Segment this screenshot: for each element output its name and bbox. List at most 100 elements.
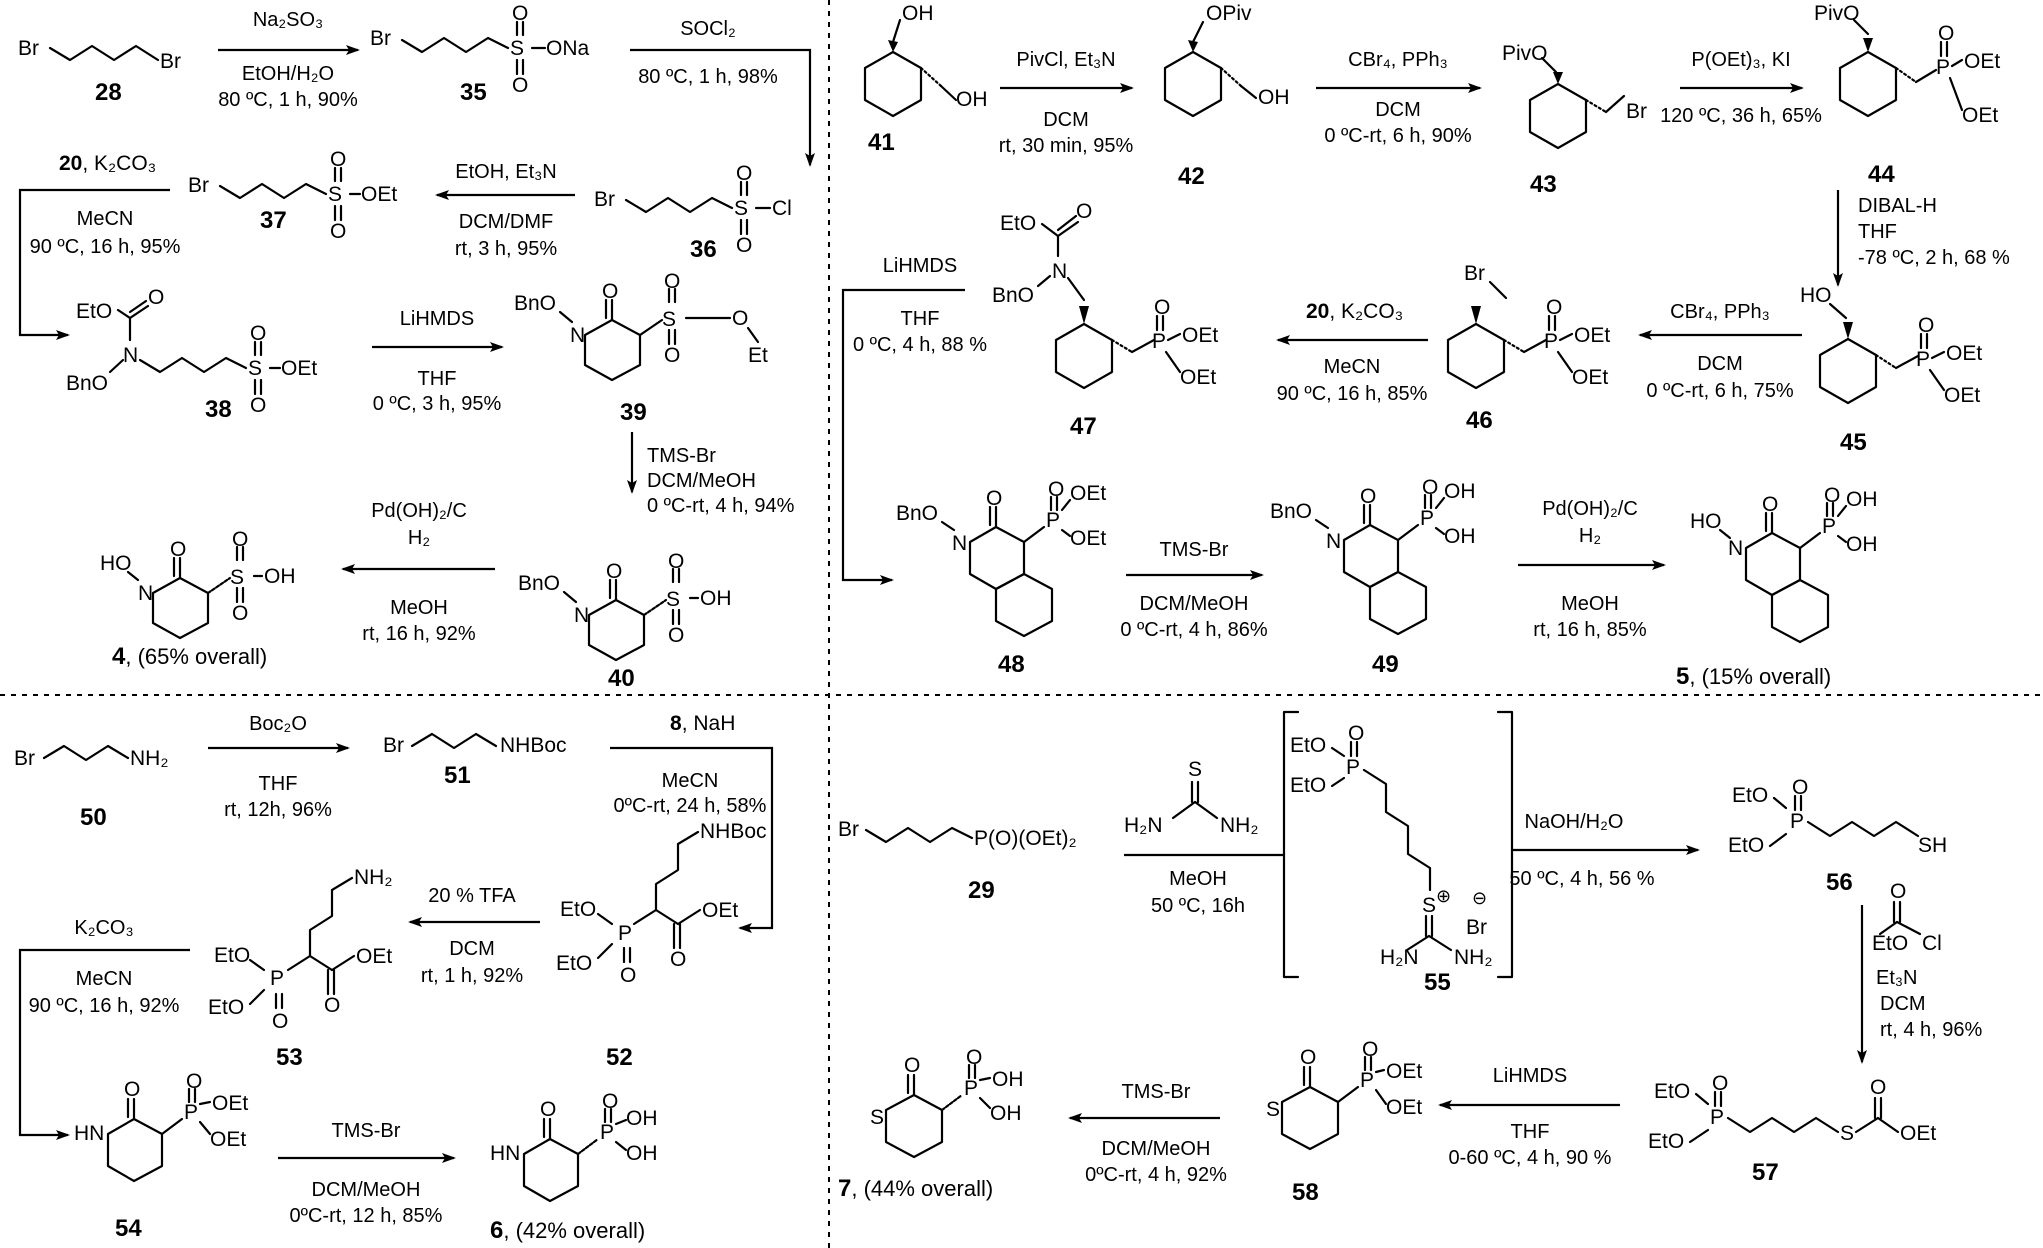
svg-text:41: 41 bbox=[868, 129, 895, 156]
svg-text:P: P bbox=[270, 967, 284, 990]
svg-text:EtO: EtO bbox=[208, 996, 244, 1019]
svg-text:OEt: OEt bbox=[1180, 366, 1216, 389]
svg-text:38: 38 bbox=[205, 396, 232, 423]
svg-text:O: O bbox=[186, 1070, 202, 1093]
svg-text:OEt: OEt bbox=[1964, 50, 2000, 73]
svg-text:DCM/DMF: DCM/DMF bbox=[459, 211, 553, 233]
svg-text:P: P bbox=[1152, 330, 1166, 353]
svg-text:O: O bbox=[1918, 314, 1934, 337]
compound-57: EtO EtO P O S O OEt 57 bbox=[1648, 1072, 1936, 1186]
svg-text:H₂N: H₂N bbox=[1124, 814, 1162, 837]
svg-text:BnO: BnO bbox=[518, 572, 560, 595]
svg-text:DCM: DCM bbox=[1043, 109, 1089, 131]
svg-text:S: S bbox=[1266, 1098, 1280, 1121]
compound-41: OH OH 41 bbox=[863, 2, 988, 156]
svg-text:OH: OH bbox=[1444, 480, 1476, 503]
svg-text:0ºC-rt, 12 h, 85%: 0ºC-rt, 12 h, 85% bbox=[290, 1205, 443, 1227]
svg-text:O: O bbox=[512, 2, 528, 25]
svg-text:OH: OH bbox=[1846, 488, 1878, 511]
svg-text:OH: OH bbox=[264, 565, 296, 588]
compound-47: EtO O N BnO P O OEt OEt 47 bbox=[992, 200, 1218, 440]
svg-text:P: P bbox=[1360, 1069, 1374, 1092]
svg-text:Br: Br bbox=[838, 818, 859, 841]
svg-text:50: 50 bbox=[80, 804, 107, 831]
compound-56: EtO EtO P O SH 56 bbox=[1728, 776, 1947, 896]
svg-text:P: P bbox=[1790, 810, 1804, 833]
svg-text:OH: OH bbox=[956, 88, 988, 111]
svg-text:Na₂SO₃: Na₂SO₃ bbox=[253, 9, 323, 31]
svg-text:NHBoc: NHBoc bbox=[700, 820, 767, 843]
compound-28: Br Br 28 bbox=[18, 37, 181, 106]
svg-text:42: 42 bbox=[1178, 163, 1205, 190]
svg-text:Cl: Cl bbox=[1922, 932, 1942, 955]
svg-text:EtO: EtO bbox=[1648, 1130, 1684, 1153]
svg-text:S: S bbox=[1422, 894, 1436, 917]
svg-text:DCM/MeOH: DCM/MeOH bbox=[312, 1179, 421, 1201]
svg-text:THF: THF bbox=[418, 368, 457, 390]
compound-6: HN O P O OH OH 6, (42% overall) bbox=[490, 1090, 658, 1244]
svg-text:20, K₂CO₃: 20, K₂CO₃ bbox=[59, 152, 156, 175]
svg-text:NH₂: NH₂ bbox=[1220, 814, 1258, 837]
compound-58: S O P O OEt OEt 58 bbox=[1266, 1038, 1422, 1206]
svg-text:Br: Br bbox=[1626, 100, 1647, 123]
svg-text:EtO: EtO bbox=[1872, 932, 1908, 955]
svg-text:50 ºC, 4 h, 56 %: 50 ºC, 4 h, 56 % bbox=[1509, 868, 1654, 890]
svg-text:58: 58 bbox=[1292, 1179, 1319, 1206]
svg-text:EtO: EtO bbox=[556, 952, 592, 975]
svg-text:MeOH: MeOH bbox=[1169, 868, 1227, 890]
svg-text:BnO: BnO bbox=[1270, 500, 1312, 523]
svg-text:O: O bbox=[170, 538, 186, 561]
svg-text:EtOH, Et₃N: EtOH, Et₃N bbox=[455, 161, 557, 183]
svg-text:Br: Br bbox=[370, 27, 391, 50]
svg-text:S: S bbox=[230, 566, 244, 589]
svg-text:⊖: ⊖ bbox=[1472, 888, 1487, 908]
svg-text:56: 56 bbox=[1826, 869, 1853, 896]
svg-text:O: O bbox=[330, 220, 346, 243]
svg-text:MeOH: MeOH bbox=[1561, 593, 1619, 615]
svg-text:O: O bbox=[986, 487, 1002, 510]
svg-text:53: 53 bbox=[276, 1044, 303, 1071]
svg-text:O: O bbox=[1154, 296, 1170, 319]
svg-text:NHBoc: NHBoc bbox=[500, 734, 567, 757]
svg-text:Br: Br bbox=[594, 188, 615, 211]
compound-43: PivO Br 43 bbox=[1502, 42, 1647, 198]
svg-text:O: O bbox=[1824, 484, 1840, 507]
svg-text:S: S bbox=[666, 588, 680, 611]
svg-text:MeCN: MeCN bbox=[1324, 356, 1381, 378]
svg-text:Br: Br bbox=[383, 734, 404, 757]
svg-text:CBr₄, PPh₃: CBr₄, PPh₃ bbox=[1670, 301, 1770, 323]
svg-text:OEt: OEt bbox=[1900, 1122, 1936, 1145]
svg-text:EtO: EtO bbox=[1290, 734, 1326, 757]
svg-text:rt, 1 h, 92%: rt, 1 h, 92% bbox=[421, 965, 523, 987]
svg-text:O: O bbox=[232, 602, 248, 625]
svg-text:OH: OH bbox=[1444, 525, 1476, 548]
svg-text:O: O bbox=[272, 1010, 288, 1033]
svg-text:SH: SH bbox=[1918, 834, 1947, 857]
svg-text:OH: OH bbox=[990, 1102, 1022, 1125]
compound-49: BnO N O P O OH OH 49 bbox=[1270, 476, 1476, 678]
svg-text:Pd(OH)₂/C: Pd(OH)₂/C bbox=[371, 500, 467, 522]
svg-text:OH: OH bbox=[700, 587, 732, 610]
svg-text:O: O bbox=[1792, 776, 1808, 799]
svg-text:rt, 30 min, 95%: rt, 30 min, 95% bbox=[999, 135, 1134, 157]
svg-text:O: O bbox=[1870, 1076, 1886, 1099]
svg-text:7, (44% overall): 7, (44% overall) bbox=[838, 1175, 993, 1202]
svg-text:BnO: BnO bbox=[896, 502, 938, 525]
svg-text:5, (15% overall): 5, (15% overall) bbox=[1676, 663, 1831, 690]
svg-text:O: O bbox=[148, 286, 164, 309]
compound-54: HN O P O OEt OEt 54 bbox=[74, 1070, 248, 1242]
svg-text:OEt: OEt bbox=[1182, 324, 1218, 347]
svg-text:49: 49 bbox=[1372, 651, 1399, 678]
svg-text:O: O bbox=[602, 1090, 618, 1113]
compound-48: BnO N O P O OEt OEt 48 bbox=[896, 478, 1106, 678]
svg-text:P(O)(OEt)₂: P(O)(OEt)₂ bbox=[974, 827, 1077, 850]
svg-text:-78 ºC, 2 h, 68 %: -78 ºC, 2 h, 68 % bbox=[1858, 247, 2010, 269]
svg-text:TMS-Br: TMS-Br bbox=[647, 445, 716, 467]
svg-text:90 ºC, 16 h, 92%: 90 ºC, 16 h, 92% bbox=[29, 995, 180, 1017]
svg-text:O: O bbox=[904, 1054, 920, 1077]
svg-text:DCM: DCM bbox=[1375, 99, 1421, 121]
svg-text:N: N bbox=[1728, 537, 1743, 560]
svg-text:OH: OH bbox=[1258, 86, 1290, 109]
svg-text:O: O bbox=[540, 1098, 556, 1121]
